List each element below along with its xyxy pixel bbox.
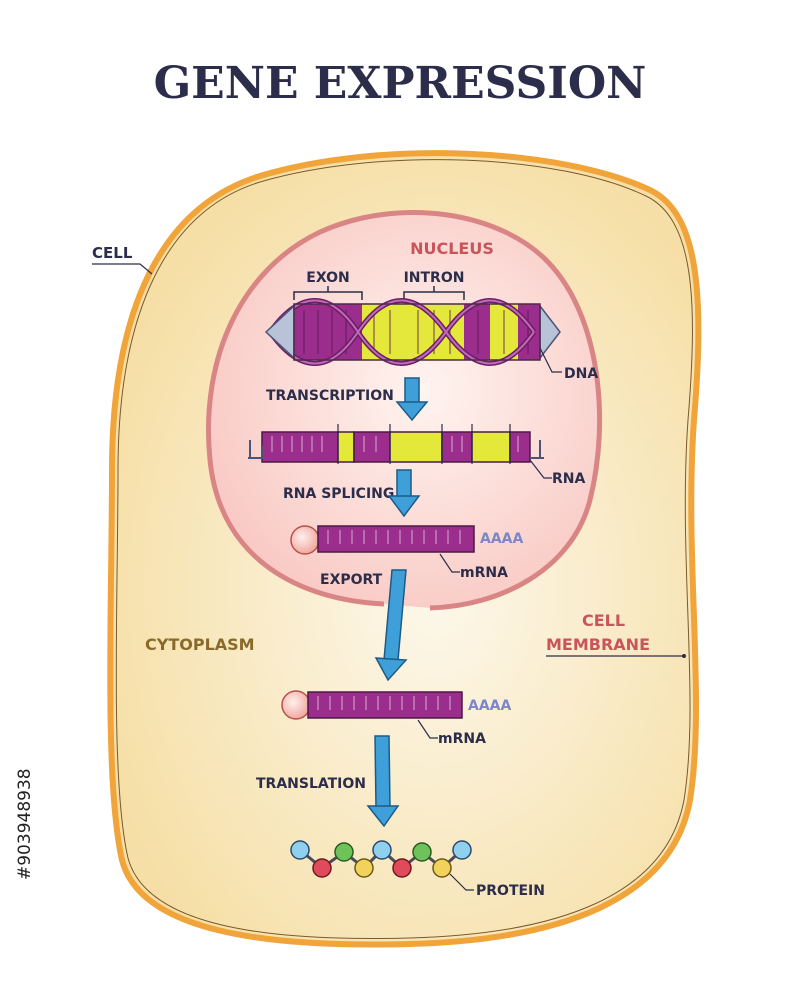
nucleus-label: NUCLEUS bbox=[410, 239, 494, 258]
amino-acid bbox=[432, 858, 452, 878]
rna-splicing-arrow bbox=[387, 469, 421, 518]
transcription-arrow bbox=[395, 377, 429, 422]
translation-label: TRANSLATION bbox=[256, 776, 366, 792]
mature-mrna-nucleus bbox=[290, 525, 475, 555]
amino-acid bbox=[312, 858, 332, 878]
cell-membrane-label-line2: MEMBRANE bbox=[546, 635, 650, 654]
amino-acid bbox=[392, 858, 412, 878]
pre-mrna-strand bbox=[248, 424, 544, 464]
amino-acid bbox=[452, 840, 472, 860]
exon-label: EXON bbox=[306, 270, 349, 286]
cytoplasm-label: CYTOPLASM bbox=[145, 635, 255, 654]
rna-label: RNA bbox=[552, 471, 585, 487]
export-arrow bbox=[374, 569, 408, 682]
translation-arrow bbox=[366, 735, 400, 828]
amino-acid bbox=[334, 842, 354, 862]
cell-label: CELL bbox=[92, 244, 133, 262]
cell-membrane-inner-line bbox=[115, 159, 693, 940]
svg-text:#903948938: #903948938 bbox=[15, 768, 35, 880]
mrna-label-1: mRNA bbox=[460, 565, 508, 581]
intron-label: INTRON bbox=[404, 270, 465, 286]
export-label: EXPORT bbox=[320, 572, 383, 588]
amino-acid bbox=[354, 858, 374, 878]
cell-membrane-label-line1: CELL bbox=[582, 611, 625, 630]
watermark-id: #903948938 bbox=[15, 768, 35, 880]
amino-acid bbox=[290, 840, 310, 860]
rna-splicing-label: RNA SPLICING bbox=[283, 486, 394, 502]
dna-helix bbox=[264, 298, 561, 366]
dna-label: DNA bbox=[564, 366, 598, 382]
transcription-label: TRANSCRIPTION bbox=[266, 388, 394, 404]
mature-mrna-cytoplasm bbox=[281, 690, 463, 720]
poly-a-tail-1: AAAA bbox=[480, 531, 524, 547]
protein-chain bbox=[290, 840, 472, 878]
protein-label: PROTEIN bbox=[476, 883, 545, 899]
amino-acid bbox=[412, 842, 432, 862]
poly-a-tail-2: AAAA bbox=[468, 698, 512, 714]
mrna-label-2: mRNA bbox=[438, 731, 486, 747]
page-title: GENE EXPRESSION bbox=[154, 58, 647, 109]
amino-acid bbox=[372, 840, 392, 860]
